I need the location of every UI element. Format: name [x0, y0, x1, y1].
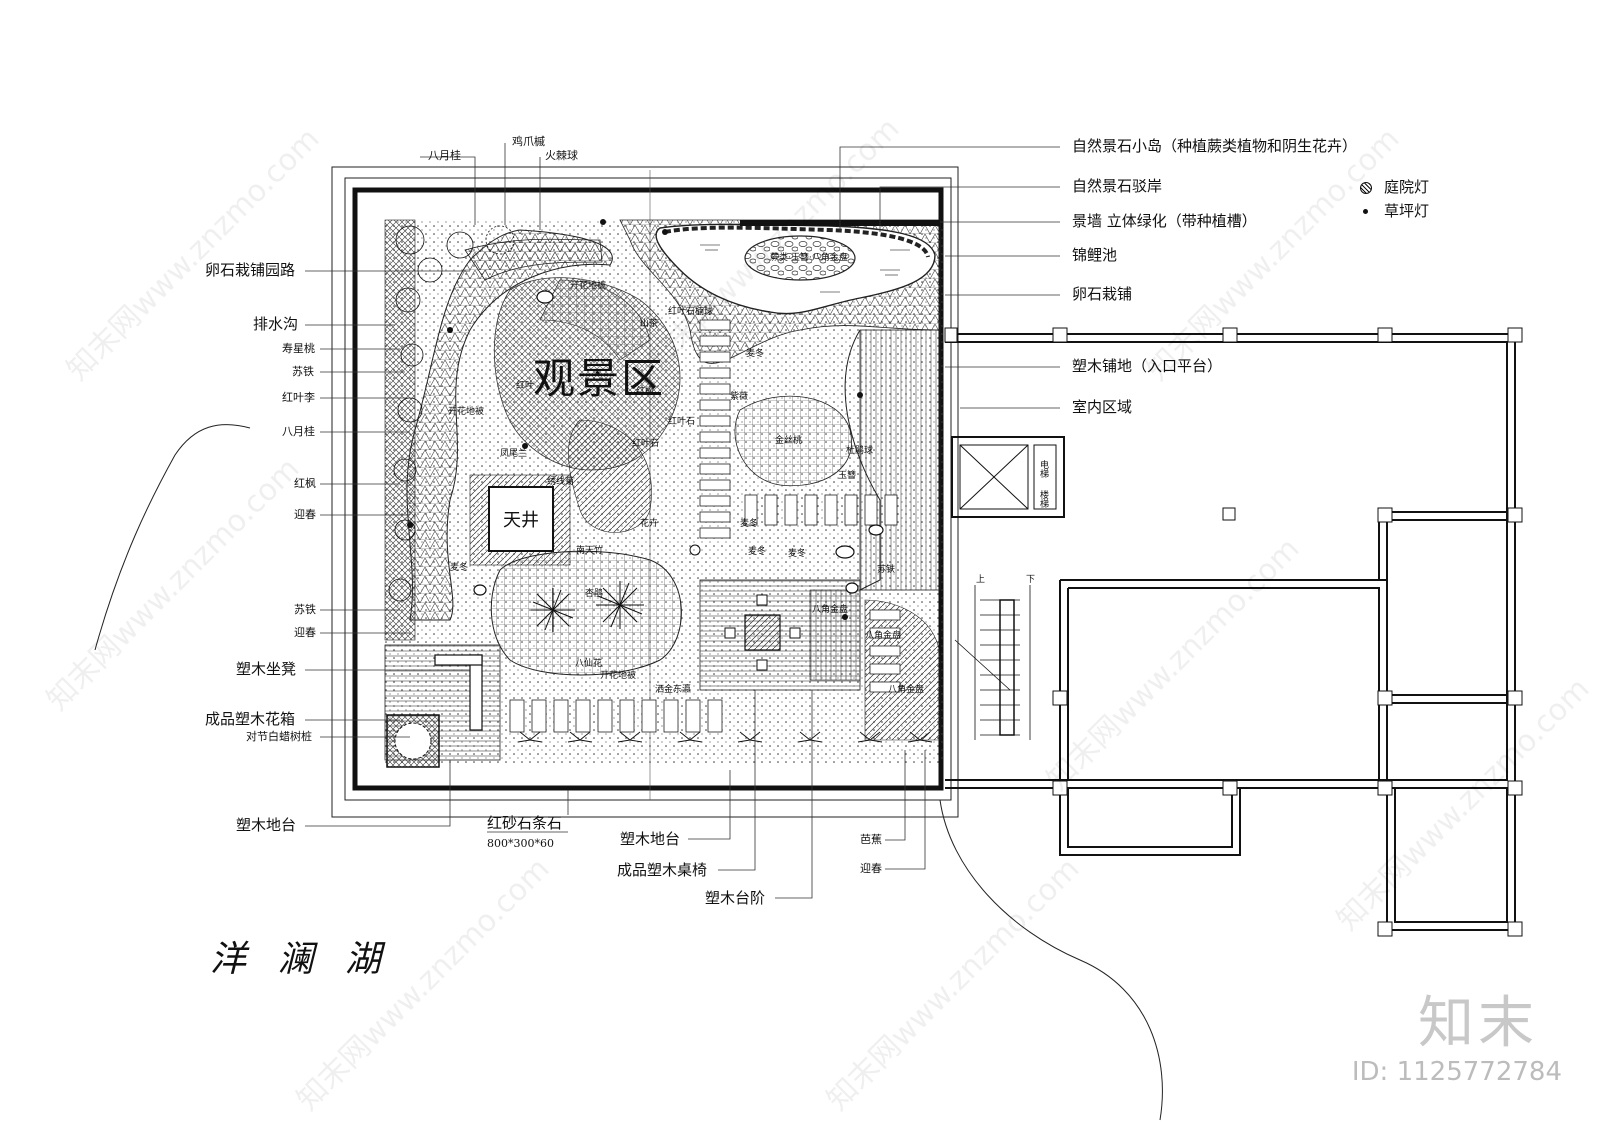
label-hongyeli: 红叶李 [282, 391, 315, 404]
inner-label: 红叶石 [632, 439, 660, 449]
label-wood-deck-entrance: 塑木铺地（入口平台） [1072, 357, 1223, 375]
inner-label: 苏铁 [877, 565, 896, 575]
inner-label: 红叶石 [668, 417, 696, 427]
stair-up-label: 上 [976, 575, 986, 585]
inner-label: 开花地被 [570, 281, 607, 291]
lawn-lamp-icon [1363, 209, 1368, 214]
label-drain: 排水沟 [253, 315, 299, 333]
brand-logo: 知末 [1418, 991, 1538, 1056]
label-koi-pond: 锦鲤池 [1072, 246, 1118, 264]
inner-label: 开花地被 [448, 407, 485, 417]
inner-label: 麦冬 [746, 349, 765, 359]
label-yingchun-2: 迎春 [294, 626, 316, 639]
label-baila-stump: 对节白蜡树桩 [246, 730, 312, 743]
label-scenery-wall: 景墙 立体绿化（带种植槽） [1072, 212, 1257, 230]
label-pebble-path: 卵石栽铺园路 [205, 261, 296, 279]
legend-courtyard-lamp: 庭院灯 [1384, 178, 1430, 196]
label-bajiao: 芭蕉 [860, 833, 882, 846]
label-wood-platform-left: 塑木地台 [236, 816, 297, 834]
label-hongfeng: 红枫 [294, 477, 316, 490]
label-yingchun-bottom: 迎春 [860, 862, 882, 875]
label-wood-bench: 塑木坐凳 [236, 660, 297, 678]
label-sutie-2: 苏铁 [294, 603, 316, 616]
label-bayuegui-top: 八月桂 [428, 149, 461, 162]
inner-label: 八角金盘 [865, 631, 902, 641]
inner-label: 麦冬 [450, 563, 469, 573]
inner-label: 杏鹃 [585, 589, 604, 599]
label-huojiqiu: 火棘球 [545, 149, 578, 162]
zone-title: 观景区 [533, 354, 666, 403]
label-sandstone-size: 800*300*60 [487, 837, 554, 850]
inner-label: 杜鹃球 [846, 446, 874, 456]
legend-lawn-lamp: 草坪灯 [1384, 202, 1430, 220]
inner-label: 开花地被 [600, 671, 637, 681]
label-yingchun-1: 迎春 [294, 508, 316, 521]
label-jizhuaqi: 鸡爪槭 [512, 135, 545, 148]
inner-label: 麦冬 [740, 519, 759, 529]
label-wood-steps: 塑木台阶 [705, 889, 766, 907]
inner-label: 玉簪 [838, 471, 857, 481]
inner-label: 红枫 [636, 387, 655, 397]
inner-label: 金丝桃 [775, 436, 803, 446]
label-pebble-paving: 卵石栽铺 [1072, 285, 1133, 303]
label-wood-platform-bottom: 塑木地台 [620, 830, 681, 848]
tianjing-label: 天井 [488, 486, 554, 552]
label-natural-stone-revetment: 自然景石驳岸 [1072, 177, 1163, 195]
inner-label: 八角金盘 [812, 605, 849, 615]
stair-room-label: 楼梯 [1038, 490, 1048, 508]
label-sutie-1: 苏铁 [292, 365, 314, 378]
label-shouxingtao: 寿星桃 [282, 342, 315, 355]
elevator-label: 电梯 [1038, 460, 1048, 478]
label-bayuegui-left: 八月桂 [282, 425, 315, 438]
inner-label: 蕨类·玉簪·八角金盘 [770, 253, 848, 263]
label-indoor-area: 室内区域 [1072, 398, 1133, 416]
inner-label: 红叶 [516, 381, 535, 391]
stair-down-label: 下 [1026, 575, 1036, 585]
inner-label: 紫薇 [730, 392, 749, 402]
inner-label: 洒金东瀛 [655, 685, 692, 695]
inner-label: 花卉 [640, 519, 659, 529]
inner-label: 绣线菊 [547, 477, 575, 487]
inner-label: 山茶 [640, 319, 659, 329]
label-red-sandstone: 红砂石条石 [487, 814, 563, 832]
inner-label: 麦冬 [748, 547, 767, 557]
id-tag: ID: 1125772784 [1351, 1057, 1562, 1087]
inner-label: 八仙花 [575, 659, 603, 669]
label-wood-flower-box: 成品塑木花箱 [205, 710, 296, 728]
inner-label: 红叶石楠球 [668, 307, 714, 317]
inner-label: 凤尾兰 [500, 449, 528, 459]
courtyard-lamp-icon [1360, 182, 1372, 194]
inner-label: 麦冬 [788, 549, 807, 559]
lake-name: 洋 澜 湖 [210, 939, 391, 980]
label-wood-table-chairs: 成品塑木桌椅 [617, 861, 708, 879]
label-natural-stone-island: 自然景石小岛（种植蕨类植物和阴生花卉） [1072, 137, 1358, 155]
inner-label: 南天竹 [576, 546, 604, 556]
inner-label: 八角金盘 [888, 685, 925, 695]
